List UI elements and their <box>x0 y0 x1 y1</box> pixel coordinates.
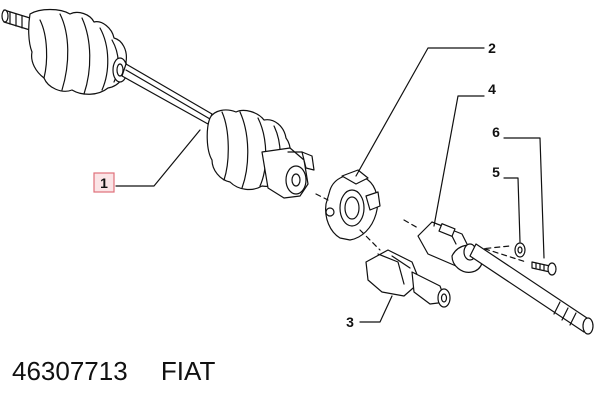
drive-shaft-assembly <box>1 8 315 199</box>
main-shaft-bar <box>121 63 213 125</box>
callout-labels: 1 2 3 4 5 6 <box>93 40 500 330</box>
bolt-part <box>503 137 557 276</box>
callout-4-leader <box>433 95 485 227</box>
callout-1-label: 1 <box>100 175 108 191</box>
brand-name: FIAT <box>160 356 216 386</box>
inner-joint-housing <box>261 147 315 199</box>
callout-1-leader <box>115 129 201 187</box>
callout-4-label: 4 <box>488 81 496 97</box>
intermediate-shaft-part <box>417 95 594 335</box>
part-footer: 46307713 FIAT <box>12 356 215 387</box>
outer-stub-shaft <box>1 9 31 31</box>
callout-3-leader <box>359 295 393 323</box>
inner-joint-cup-part <box>359 249 451 323</box>
callout-6-leader <box>503 137 545 259</box>
washer-part <box>503 177 526 258</box>
callout-3-label: 3 <box>346 314 354 330</box>
callout-5-label: 5 <box>492 164 500 180</box>
callout-1-highlight-box <box>93 172 115 193</box>
outer-cv-boot <box>28 8 128 95</box>
callout-6-label: 6 <box>492 124 500 140</box>
part-number: 46307713 <box>12 356 128 386</box>
callout-2-label: 2 <box>488 40 496 56</box>
bearing-bracket-part <box>325 47 485 241</box>
callout-5-leader <box>503 177 521 243</box>
callout-2-leader <box>355 47 485 177</box>
